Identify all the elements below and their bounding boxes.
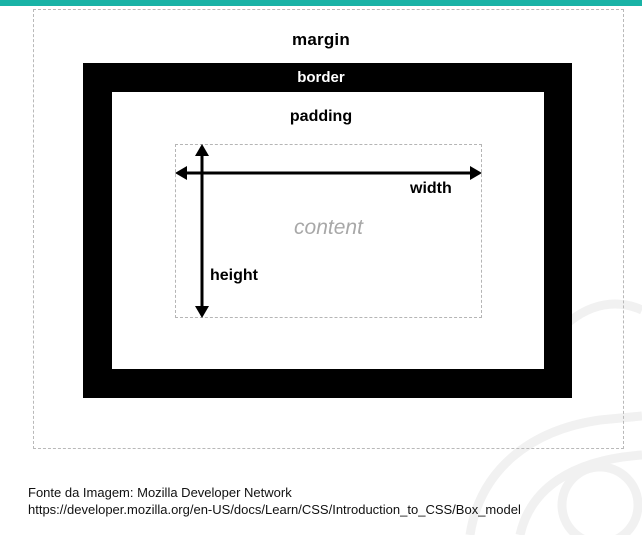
margin-box	[33, 9, 624, 449]
image-caption: Fonte da Imagem: Mozilla Developer Netwo…	[28, 484, 521, 518]
padding-label: padding	[289, 108, 353, 125]
width-label: width	[410, 180, 452, 197]
top-accent-bar	[0, 0, 642, 6]
height-label: height	[210, 267, 258, 284]
content-label: content	[294, 216, 363, 239]
border-label: border	[297, 69, 345, 86]
height-arrow	[195, 144, 209, 318]
content-box	[175, 144, 482, 318]
padding-box	[112, 92, 544, 369]
caption-url: https://developer.mozilla.org/en-US/docs…	[28, 502, 521, 517]
width-arrow	[175, 166, 482, 180]
margin-label: margin	[292, 30, 350, 49]
caption-source: Fonte da Imagem: Mozilla Developer Netwo…	[28, 485, 292, 500]
